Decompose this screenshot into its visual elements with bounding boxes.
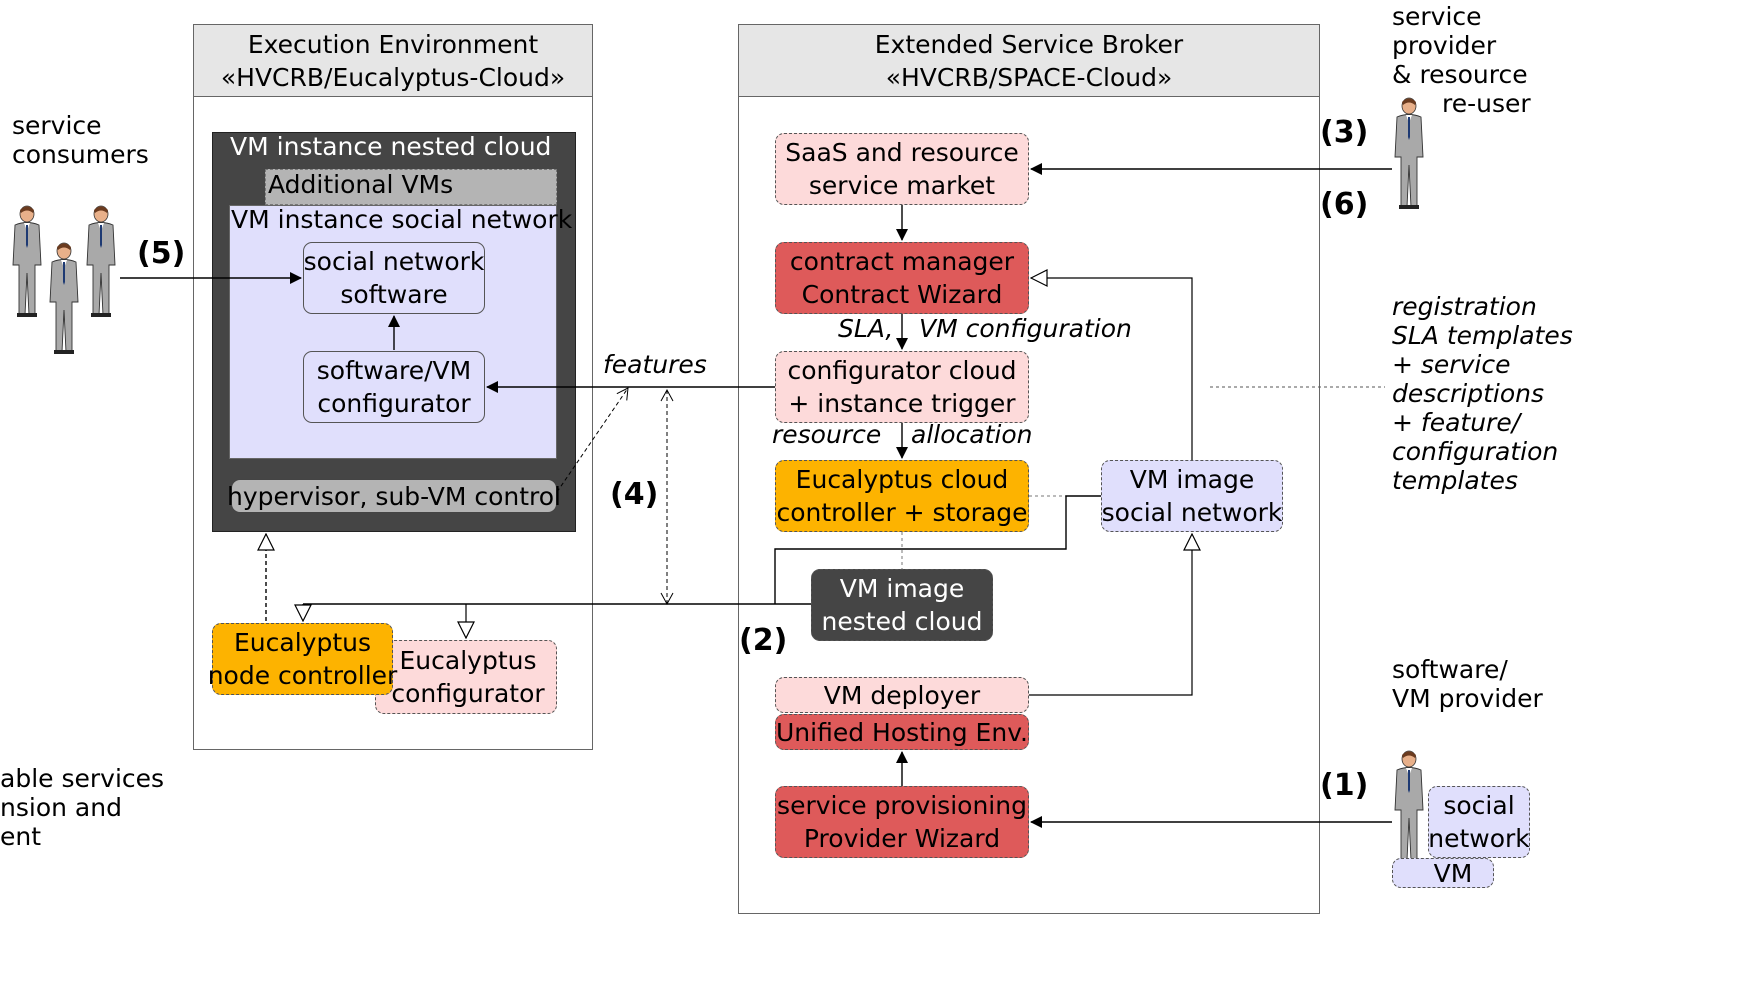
person-icon-consumer-2 <box>86 205 116 318</box>
additional-vms-label: Additional VMs <box>268 170 454 199</box>
execution-environment-subtitle: «HVCRB/Eucalyptus-Cloud» <box>220 62 566 92</box>
unified-hosting-box: Unified Hosting Env. <box>775 714 1029 750</box>
consumers-label-2: consumers <box>12 140 149 169</box>
service-provisioning-box: service provisioning Provider Wizard <box>775 786 1029 858</box>
consumers-label-1: service <box>12 111 102 140</box>
software-configurator-line-1: software/VM <box>316 356 472 385</box>
vm-image-social-network-box: VM image social network <box>1101 460 1283 532</box>
node-controller-line-1: Eucalyptus <box>234 628 371 657</box>
contract-manager-line-2: Contract Wizard <box>801 280 1003 309</box>
registration-line-6: configuration <box>1392 437 1559 466</box>
registration-line-4: descriptions <box>1392 379 1545 408</box>
step-2: (2) <box>739 623 788 658</box>
contract-manager-box: contract manager Contract Wizard <box>775 242 1029 314</box>
bundle-social-line-1: social <box>1443 791 1515 820</box>
cloud-controller-line-2: controller + storage <box>776 498 1028 527</box>
software-vm-configurator-box: software/VM configurator <box>303 351 485 423</box>
person-icon-consumer-3 <box>49 242 79 355</box>
label-allocation: allocation <box>911 420 1033 449</box>
eucalyptus-configurator-line-2: configurator <box>391 679 545 708</box>
hypervisor-label: hypervisor, sub-VM control <box>227 481 561 511</box>
social-network-vm-title: VM instance social network <box>231 205 573 234</box>
bundle-social-network-box: social network <box>1428 786 1530 858</box>
vm-deployer-box: VM deployer <box>775 677 1029 713</box>
bottom-left-note-1: able services <box>0 764 165 793</box>
service-provisioning-line-1: service provisioning <box>777 791 1027 820</box>
unified-hosting-label: Unified Hosting Env. <box>776 717 1029 747</box>
registration-line-1: registration <box>1392 292 1537 321</box>
registration-line-5: + feature/ <box>1392 408 1521 437</box>
saas-market-line-1: SaaS and resource <box>785 138 1019 167</box>
person-icon-provider <box>1394 97 1424 210</box>
label-resource: resource <box>772 420 882 449</box>
registration-line-2: SLA templates <box>1392 321 1573 350</box>
vm-image-nested-line-2: nested cloud <box>821 607 983 636</box>
service-broker-title: Extended Service Broker <box>874 29 1184 59</box>
software-configurator-line-2: configurator <box>317 389 471 418</box>
vm-image-social-line-2: social network <box>1101 498 1283 527</box>
vm-deployer-label: VM deployer <box>823 680 981 710</box>
eucalyptus-node-controller-box: Eucalyptus node controller <box>208 623 397 695</box>
step-4: (4) <box>610 477 659 512</box>
step-5: (5) <box>137 236 186 271</box>
edge-deployer-to-image <box>1029 534 1192 696</box>
registration-line-7: templates <box>1392 466 1518 495</box>
execution-environment-title: Execution Environment <box>247 29 539 59</box>
provider-reuser-label-4: re-user <box>1442 89 1531 118</box>
edge-image-social-to-nested <box>774 495 1101 604</box>
step-3: (3) <box>1320 115 1369 150</box>
configurator-cloud-line-2: + instance trigger <box>788 389 1016 418</box>
configurator-cloud-box: configurator cloud + instance trigger <box>775 351 1029 423</box>
eucalyptus-configurator-line-1: Eucalyptus <box>399 646 537 675</box>
edge-image-to-contract <box>1031 278 1193 460</box>
social-software-line-1: social network <box>303 247 485 276</box>
service-broker-header: Extended Service Broker «HVCRB/SPACE-Clo… <box>738 24 1320 97</box>
step-6: (6) <box>1320 187 1369 222</box>
saas-market-line-2: service market <box>808 171 996 200</box>
service-broker-subtitle: «HVCRB/SPACE-Cloud» <box>885 62 1173 92</box>
person-icon-vm-provider <box>1394 750 1424 863</box>
person-icon-consumer-1 <box>12 205 42 318</box>
saas-market-box: SaaS and resource service market <box>775 133 1029 205</box>
bottom-left-note-2: nsion and <box>0 793 122 822</box>
additional-vms-box <box>265 169 557 205</box>
execution-environment-header: Execution Environment «HVCRB/Eucalyptus-… <box>193 24 593 97</box>
registration-line-3: + service <box>1392 350 1511 379</box>
provider-reuser-label-3: & resource <box>1392 60 1528 89</box>
software-provider-label-2: VM provider <box>1392 684 1543 713</box>
cloud-controller-line-1: Eucalyptus cloud <box>795 465 1009 494</box>
label-vm-configuration: VM configuration <box>919 314 1132 343</box>
hypervisor-box: hypervisor, sub-VM control <box>227 479 561 513</box>
label-features: features <box>603 350 707 379</box>
eucalyptus-cloud-controller-box: Eucalyptus cloud controller + storage <box>775 460 1029 532</box>
provider-reuser-label-2: provider <box>1392 31 1497 60</box>
social-network-software-box: social network software <box>303 242 485 314</box>
bottom-left-note-3: ent <box>0 822 42 851</box>
provider-reuser-label-1: service <box>1392 2 1482 31</box>
social-software-line-2: software <box>340 280 448 309</box>
service-provisioning-line-2: Provider Wizard <box>803 824 1001 853</box>
vm-image-social-line-1: VM image <box>1129 465 1255 494</box>
label-sla: SLA, <box>838 314 894 343</box>
nested-cloud-title: VM instance nested cloud <box>230 132 552 161</box>
software-provider-label-1: software/ <box>1392 655 1508 684</box>
bundle-vm-box: VM <box>1392 858 1494 888</box>
bundle-social-line-2: network <box>1428 824 1530 853</box>
vm-image-nested-cloud-box: VM image nested cloud <box>811 569 993 641</box>
step-1: (1) <box>1320 768 1369 803</box>
vm-image-nested-line-1: VM image <box>839 574 965 603</box>
node-controller-line-2: node controller <box>207 661 398 690</box>
contract-manager-line-1: contract manager <box>789 247 1015 276</box>
bundle-vm-label: VM <box>1433 858 1473 888</box>
configurator-cloud-line-1: configurator cloud <box>787 356 1017 385</box>
